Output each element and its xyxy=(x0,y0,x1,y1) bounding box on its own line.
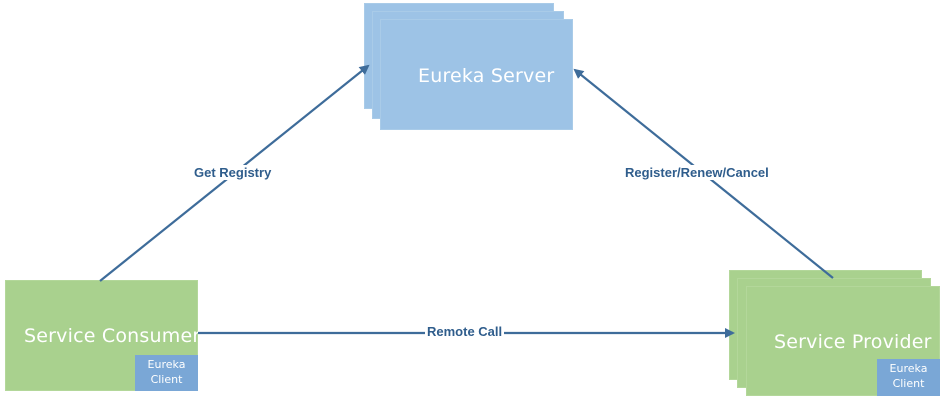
eureka-server-label: Eureka Server xyxy=(418,65,555,87)
get-registry-label: Get Registry xyxy=(192,165,274,180)
eureka-server-node: Eureka Server xyxy=(380,19,573,130)
provider-badge-line2: Client xyxy=(892,377,925,390)
consumer-badge-line2: Client xyxy=(150,373,183,386)
remote-call-label: Remote Call xyxy=(425,324,505,339)
consumer-eureka-client-badge: Eureka Client xyxy=(135,355,198,391)
service-consumer-node: Service Consumer Eureka Client xyxy=(5,280,201,391)
provider-badge-line1: Eureka xyxy=(889,362,928,375)
consumer-badge-line1: Eureka xyxy=(147,358,186,371)
service-provider-node: Service Provider Eureka Client xyxy=(746,286,940,396)
service-provider-label: Service Provider xyxy=(774,331,932,353)
service-consumer-label: Service Consumer xyxy=(24,325,201,347)
register-renew-cancel-label: Register/Renew/Cancel xyxy=(623,165,771,180)
provider-eureka-client-badge: Eureka Client xyxy=(877,359,940,396)
